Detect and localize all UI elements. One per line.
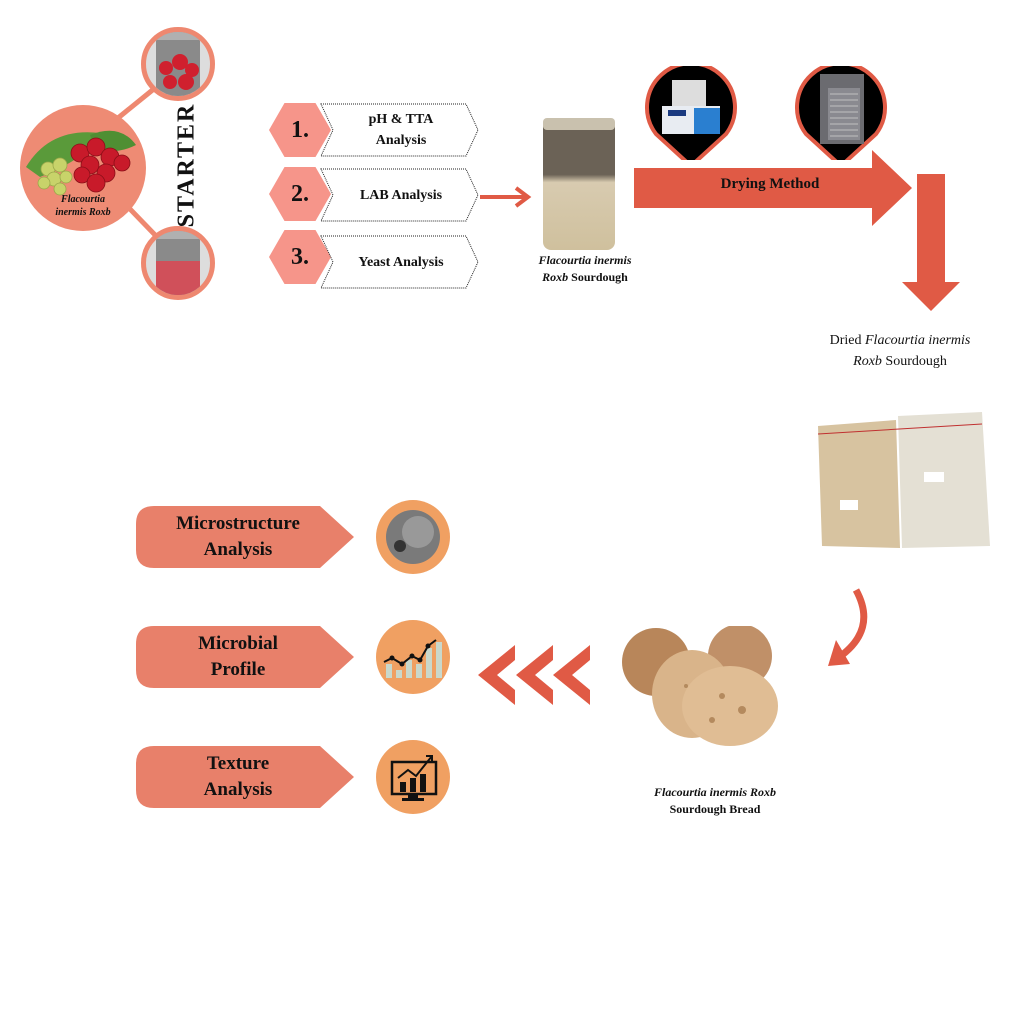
- bag-left: [818, 420, 900, 548]
- drying-method-label: Drying Method: [720, 176, 820, 192]
- dried-sourdough-bags-image: [818, 412, 990, 548]
- bread-caption: Flacourtia inermis Roxb Sourdough Bread: [620, 784, 810, 818]
- fruit-image-circle: [20, 105, 146, 231]
- monitor-chart-icon: [376, 740, 450, 814]
- sourdough-jar-lid: [543, 118, 615, 130]
- step-label: LAB Analysis: [359, 187, 443, 203]
- step-number-1: 1.: [269, 103, 331, 157]
- step-box-outline: [320, 168, 479, 222]
- tag-shape: [136, 506, 354, 568]
- tag-shape: [136, 746, 354, 808]
- sourdough-jar-image: [543, 120, 615, 250]
- starter-jar-fermented-image: [141, 226, 215, 300]
- curved-arrow-to-bread: [835, 588, 868, 661]
- bread-caption-line2: Sourdough Bread: [669, 802, 761, 816]
- connector-line-bottom: [126, 205, 160, 240]
- step-box-outline: [320, 103, 479, 157]
- fruit-label-line1: Flacourtia: [61, 194, 105, 205]
- step-box-outline: [320, 235, 479, 289]
- starter-jar-fruits-image: [141, 27, 215, 101]
- sourdough-caption-line1: Flacourtia inermis: [538, 253, 632, 267]
- step-yeast-analysis: Yeast Analysis: [320, 235, 479, 289]
- curved-arrow-head: [828, 640, 850, 666]
- connector-line-top: [116, 86, 157, 120]
- arrow-right-to-sourdough: [480, 186, 532, 208]
- step-number-2: 2.: [269, 167, 331, 221]
- triple-chevron-arrow: [478, 645, 590, 705]
- fruit-illustration: [26, 130, 136, 196]
- fruit-label: Flacourtia inermis Roxb: [20, 193, 146, 219]
- jar-fruits-illustration: [156, 32, 200, 96]
- oven-dryer-pin: [795, 66, 887, 160]
- growth-chart-icon: [376, 620, 450, 694]
- drying-method-arrow: [634, 150, 912, 226]
- arrow-down-to-dried: [902, 174, 960, 311]
- step-lab-analysis: LAB Analysis: [320, 168, 479, 222]
- step-number-3: 3.: [269, 230, 331, 284]
- fruit-label-line2: inermis Roxb: [55, 207, 111, 218]
- sourdough-caption: Flacourtia inermis Roxb Sourdough: [520, 252, 650, 286]
- step-label: Yeast Analysis: [358, 254, 444, 270]
- bread-caption-line1: Flacourtia inermis Roxb: [653, 785, 777, 799]
- chevron-left-icon: [516, 645, 553, 705]
- jar-fermented-illustration: [156, 231, 200, 295]
- freeze-dryer-pin: [645, 66, 737, 160]
- tag-shape: [136, 626, 354, 688]
- chevron-left-icon: [478, 645, 515, 705]
- chevron-left-icon: [553, 645, 590, 705]
- sourdough-bread-image: [622, 626, 778, 746]
- microscope-image-icon: [376, 500, 450, 574]
- dried-sourdough-caption: Dried Flacourtia inermis Roxb Sourdough: [829, 333, 971, 369]
